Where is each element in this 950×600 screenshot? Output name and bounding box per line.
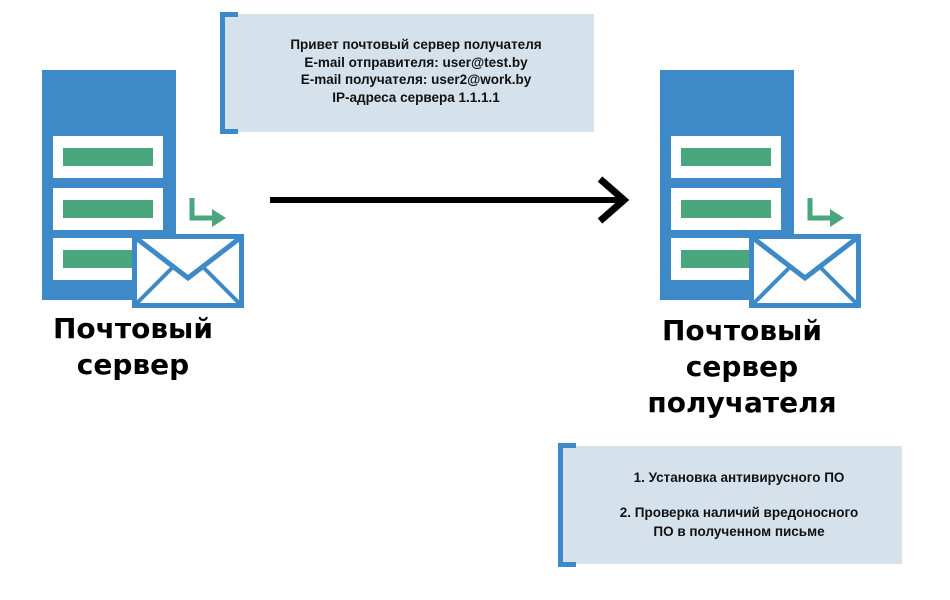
item-spacer bbox=[576, 487, 902, 503]
server-slot-bar bbox=[63, 148, 153, 166]
receiver-checks-text: 1. Установка антивирусного ПО 2. Проверк… bbox=[576, 468, 902, 541]
server-slot bbox=[53, 136, 163, 178]
sender-server-icon bbox=[42, 70, 176, 300]
callout-bracket bbox=[220, 12, 238, 134]
arrow-right-icon bbox=[270, 176, 630, 224]
sender-label-line: Почтовый bbox=[52, 312, 213, 345]
check-item-malware-line1: 2. Проверка наличий вредоносного bbox=[619, 505, 859, 520]
envelope-icon bbox=[749, 234, 861, 308]
server-slot-bar bbox=[63, 250, 153, 268]
receiver-checks-callout: 1. Установка антивирусного ПО 2. Проверк… bbox=[558, 443, 902, 567]
sender-server-label: Почтовый сервер bbox=[28, 311, 238, 383]
receiver-server-label: Почтовый сервер получателя bbox=[624, 313, 860, 421]
server-slot bbox=[671, 136, 781, 178]
message-headers-text: Привет почтовый сервер получателя E-mail… bbox=[238, 36, 594, 106]
sender-label-line: сервер bbox=[76, 348, 190, 381]
check-item-malware-line2: ПО в полученном письме bbox=[653, 524, 825, 539]
message-headers-callout: Привет почтовый сервер получателя E-mail… bbox=[220, 12, 594, 134]
recipient-email-line: E-mail получателя: user2@work.by bbox=[300, 72, 532, 87]
callout-bracket bbox=[558, 443, 576, 567]
greeting-line: Привет почтовый сервер получателя bbox=[290, 37, 542, 52]
server-slot bbox=[671, 188, 781, 230]
server-slot-bar bbox=[63, 200, 153, 218]
receiver-label-line: сервер bbox=[685, 350, 799, 383]
receiver-label-line: получателя bbox=[647, 386, 837, 419]
sender-email-line: E-mail отправителя: user@test.by bbox=[304, 54, 528, 70]
receiver-server-icon bbox=[660, 70, 794, 300]
server-slot-bar bbox=[681, 148, 771, 166]
server-slot-bar bbox=[681, 250, 771, 268]
receiver-label-line: Почтовый bbox=[661, 314, 822, 347]
check-item-antivirus: 1. Установка антивирусного ПО bbox=[633, 470, 845, 485]
envelope-icon bbox=[132, 234, 244, 308]
turn-arrow-icon bbox=[189, 198, 226, 227]
server-slot-bar bbox=[681, 200, 771, 218]
turn-arrow-icon bbox=[807, 198, 844, 227]
server-ip-line: IP-адреса сервера 1.1.1.1 bbox=[332, 89, 500, 105]
server-slot bbox=[53, 188, 163, 230]
